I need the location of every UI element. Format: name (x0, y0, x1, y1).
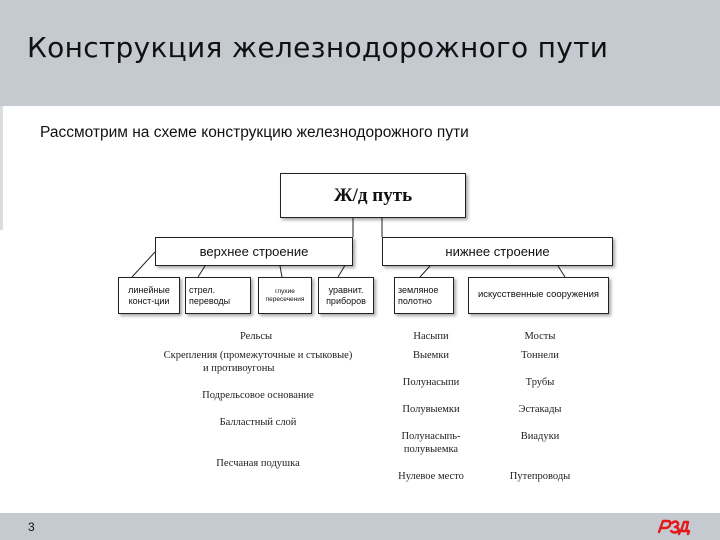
header-band (0, 0, 720, 106)
connector-lower-right (557, 265, 566, 278)
connector-lower-left (419, 265, 431, 278)
node-lower-structure: нижнее строение (382, 237, 613, 266)
slide-subtitle: Рассмотрим на схеме конструкцию железнод… (40, 124, 469, 141)
structure-item-pipes: Трубы (525, 377, 555, 388)
node-crossings: глухие пересечения (258, 277, 312, 314)
upper-item-fastenings: Скрепления (промежуточные и стыковые) (163, 350, 353, 361)
structure-item-viaducts: Виадуки (520, 431, 560, 442)
upper-item-ballast: Балластный слой (219, 417, 297, 428)
upper-item-subrail-base: Подрельсовое основание (202, 390, 314, 401)
upper-item-sand-cushion: Песчаная подушка (216, 458, 300, 469)
connector-upper-b (197, 265, 206, 278)
node-upper-structure: верхнее строение (155, 237, 353, 266)
connector-upper-left (131, 251, 156, 278)
structure-item-flyovers: Путепроводы (509, 471, 571, 482)
upper-item-rails: Рельсы (239, 331, 273, 342)
node-switches: стрел. переводы (185, 277, 251, 314)
left-stripe (0, 106, 3, 230)
rzd-logo-icon (657, 519, 691, 536)
earth-item-mixed-cont: полувыемка (403, 444, 459, 455)
earth-item-embankments: Насыпи (413, 331, 449, 342)
node-linear-structures: линейные конст-ции (118, 277, 180, 314)
page-number: 3 (28, 520, 35, 534)
upper-item-fastenings-cont: и противоугоны (203, 363, 275, 374)
slide-title: Конструкция железнодорожного пути (27, 31, 609, 64)
node-subgrade: земляное полотно (394, 277, 454, 314)
earth-item-zero-level: Нулевое место (398, 471, 464, 482)
node-artificial-structures: искусственные сооружения (468, 277, 609, 314)
node-expansion-devices: уравнит. приборов (318, 277, 374, 314)
earth-item-half-cuttings: Полувыемки (402, 404, 460, 415)
structure-item-tunnels: Тоннели (521, 350, 559, 361)
connector-upper-c (279, 265, 283, 278)
footer-band (0, 513, 720, 540)
structure-item-bridges: Мосты (524, 331, 556, 342)
earth-item-mixed: Полунасыпь- (401, 431, 461, 442)
structure-item-overpasses: Эстакады (518, 404, 562, 415)
earth-item-cuttings: Выемки (412, 350, 450, 361)
node-railway-track: Ж/д путь (280, 173, 466, 218)
earth-item-half-embankments: Полунасыпи (402, 377, 460, 388)
